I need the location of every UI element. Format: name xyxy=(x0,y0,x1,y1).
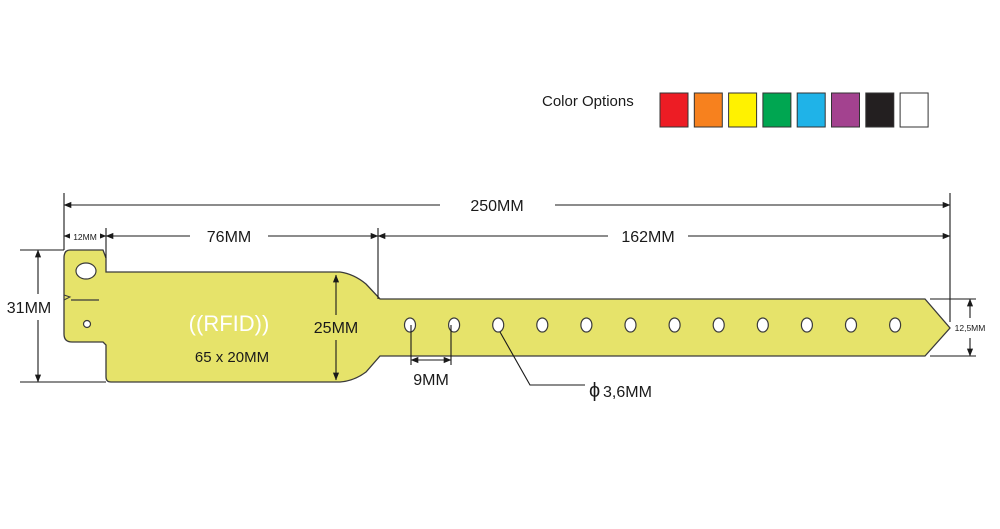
tab-slot-hole xyxy=(75,262,97,280)
strap-hole xyxy=(624,317,637,333)
strap-hole xyxy=(492,317,505,333)
hole-diameter-leader xyxy=(499,331,585,386)
strap-hole xyxy=(668,317,681,333)
chip-size-label: 65 x 20MM xyxy=(195,349,269,366)
color-swatch-orange xyxy=(693,92,723,128)
strap-hole xyxy=(844,317,858,333)
head-length-label: 76MM xyxy=(207,229,251,246)
strap-length-label: 162MM xyxy=(621,229,674,246)
hole-diameter-symbol: ϕ xyxy=(589,380,600,402)
strap-hole xyxy=(888,317,902,333)
color-swatch-yellow xyxy=(728,92,758,128)
strap-hole xyxy=(756,317,769,333)
head-height-label: 25MM xyxy=(314,320,358,337)
strap-hole xyxy=(712,317,725,333)
strap-hole xyxy=(403,317,417,333)
tab-width-label-bg xyxy=(70,230,100,242)
strap-hole xyxy=(580,317,593,333)
total-length-label: 250MM xyxy=(470,198,523,215)
color-swatch-green xyxy=(762,92,792,128)
strap-holes xyxy=(403,317,902,333)
tab-small-hole xyxy=(82,319,92,329)
strap-hole xyxy=(800,317,814,333)
wristband-body xyxy=(63,249,951,383)
rfid-label: ((RFID)) xyxy=(189,311,270,336)
hole-spacing-label: 9MM xyxy=(413,372,449,389)
color-swatch-red xyxy=(659,92,689,128)
color-swatch-white xyxy=(899,92,929,128)
color-swatch-purple xyxy=(831,92,860,128)
color-options-label: Color Options xyxy=(542,93,634,110)
total-height-label: 31MM xyxy=(7,300,51,317)
tab-width-label: 12MM xyxy=(73,232,97,242)
color-swatches xyxy=(659,92,929,128)
strap-height-label: 12,5MM xyxy=(955,323,986,333)
color-swatch-blue xyxy=(796,92,826,128)
strap-hole xyxy=(536,317,549,333)
color-swatch-black xyxy=(865,92,895,128)
hole-diameter-label: 3,6MM xyxy=(603,384,652,401)
tab-notch xyxy=(63,294,72,301)
strap-hole xyxy=(448,317,461,333)
